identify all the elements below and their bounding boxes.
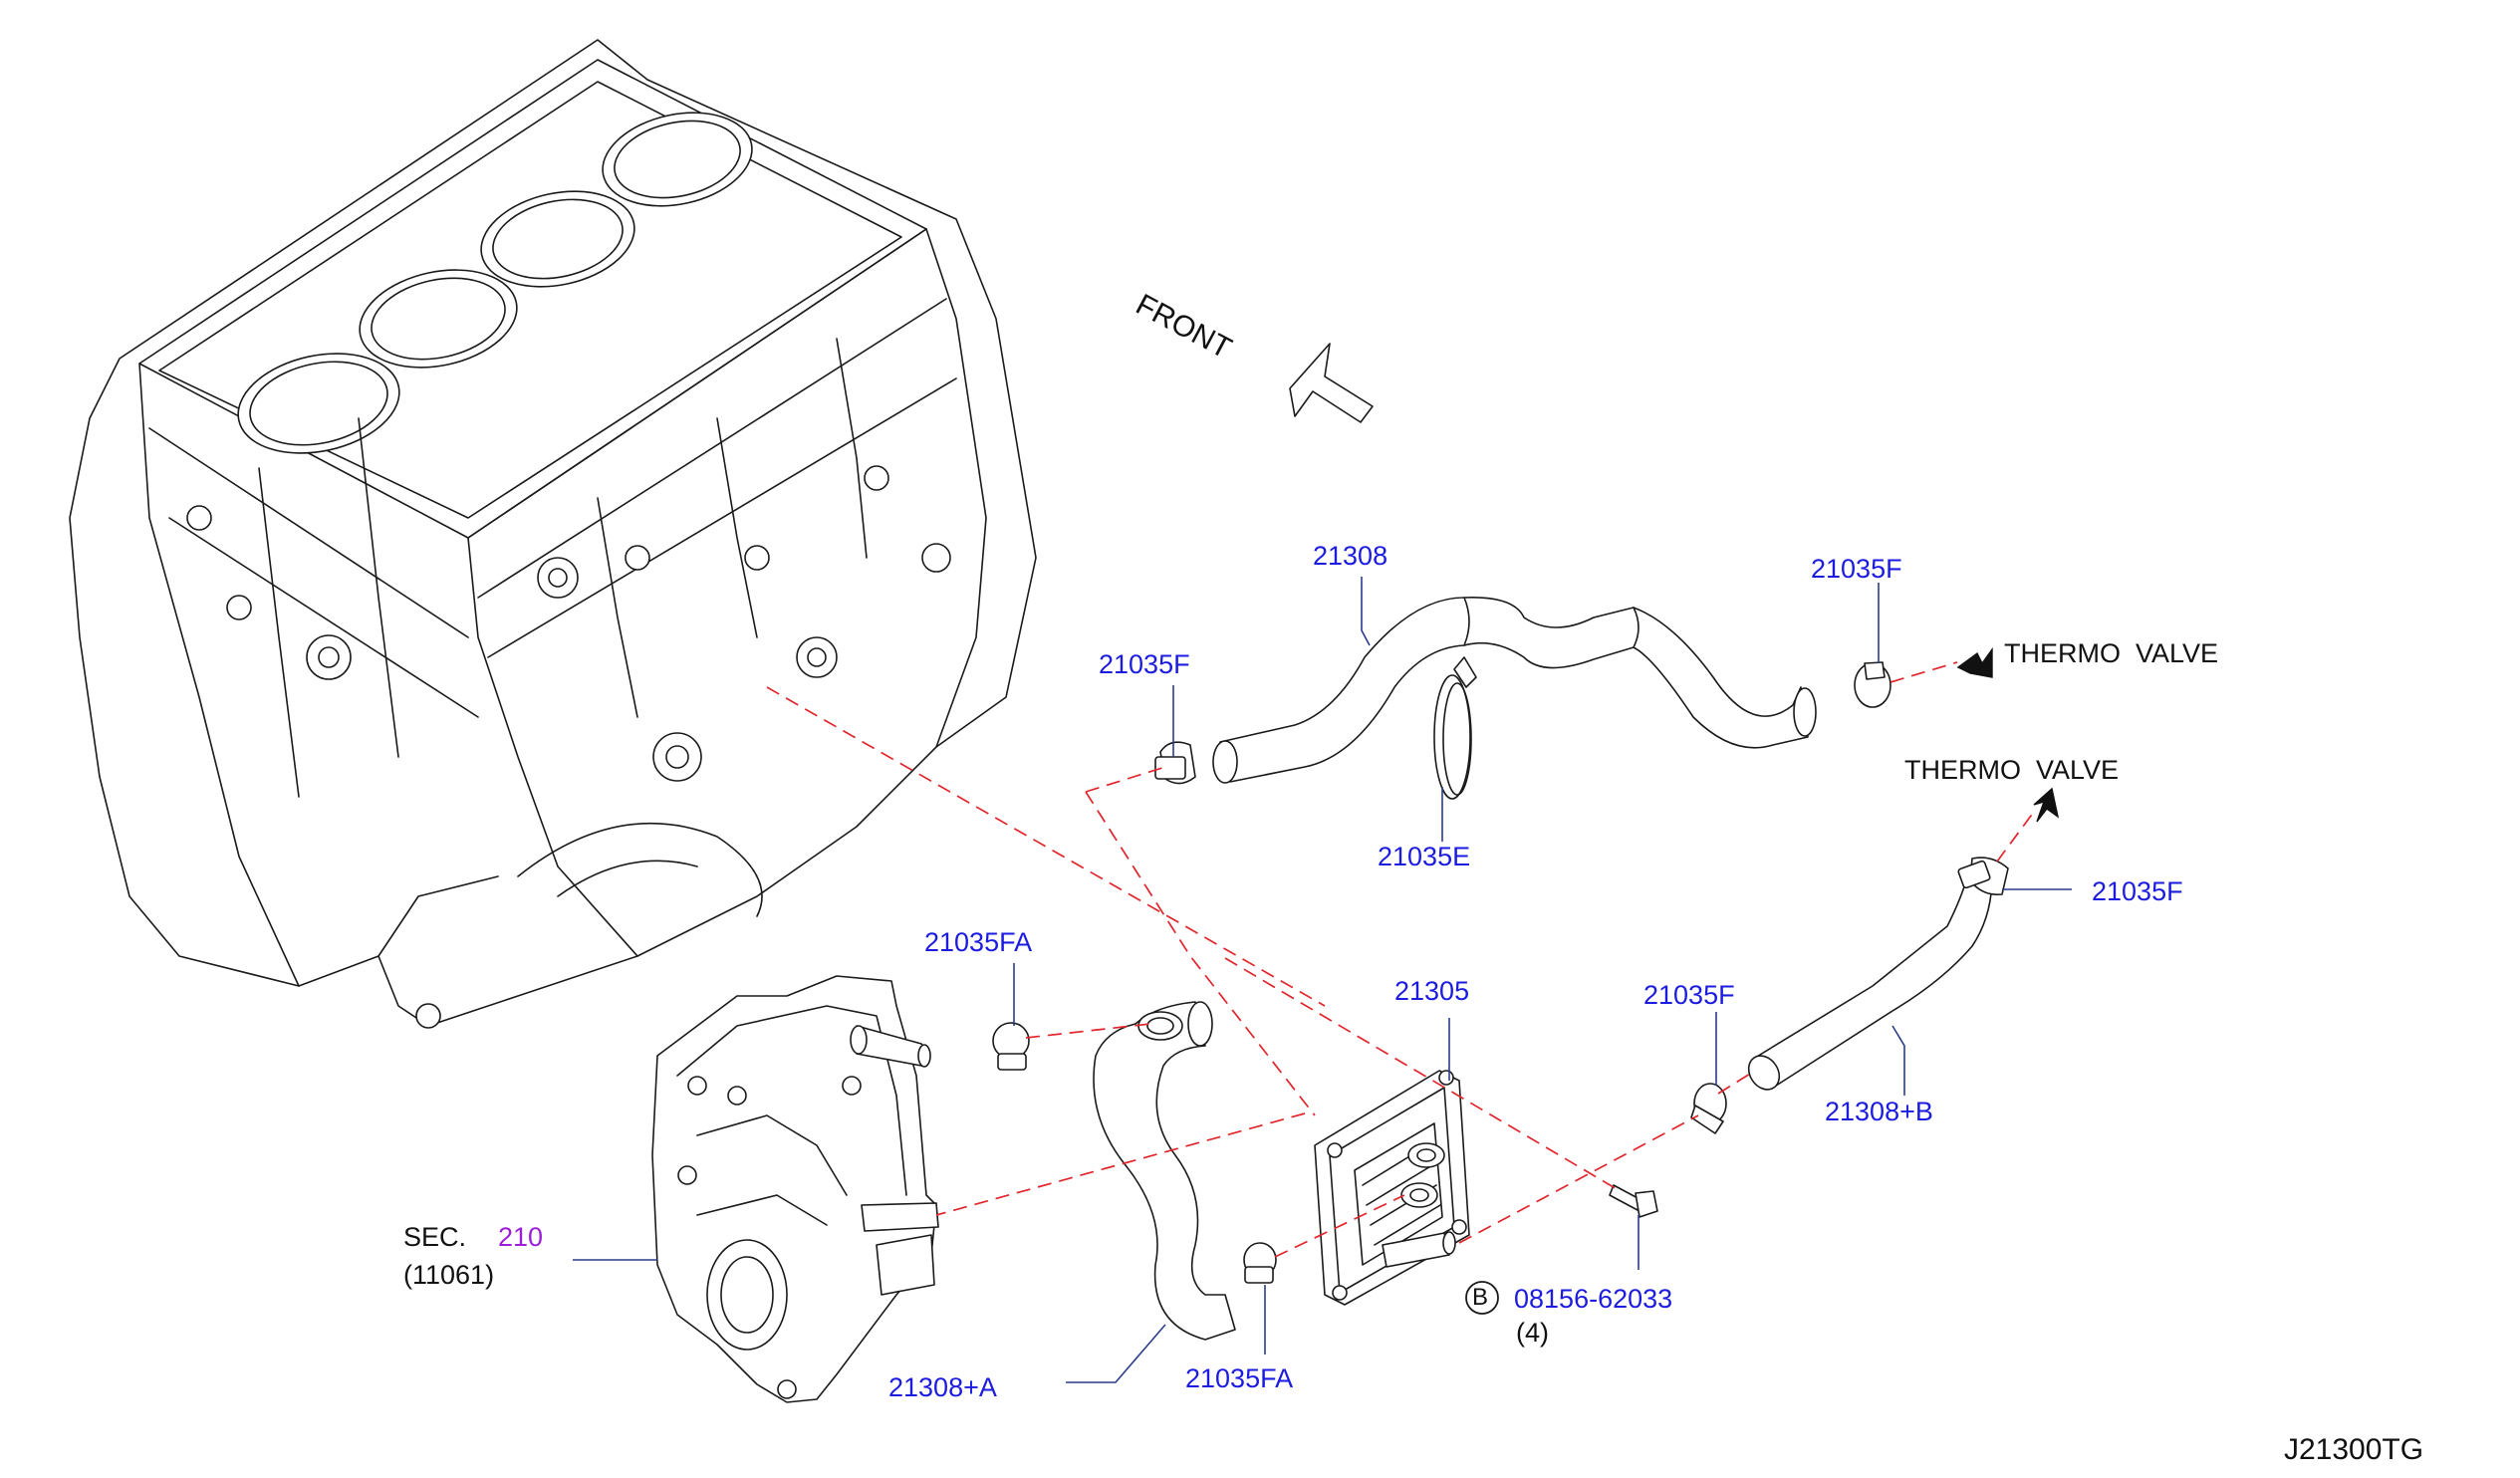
hose-21308-b bbox=[1747, 869, 1994, 1091]
thermo-valve-arrows bbox=[1956, 646, 2060, 823]
front-direction-arrow bbox=[1289, 343, 1374, 423]
bolt-08156-62033 bbox=[1609, 1184, 1658, 1218]
callout-21308-a: 21308+A bbox=[888, 1372, 997, 1402]
cylinder-bores bbox=[237, 112, 753, 454]
clamp-upper-right bbox=[1854, 661, 1891, 708]
clamp-21035e bbox=[1433, 656, 1477, 800]
callout-21035f-upper-left: 21035F bbox=[1099, 649, 1190, 679]
callout-21308: 21308 bbox=[1313, 541, 1388, 571]
callout-21035e: 21035E bbox=[1378, 842, 1471, 871]
clamp-upper-left bbox=[1154, 741, 1196, 785]
destination-lower: THERMO VALVE bbox=[1904, 755, 2120, 785]
destination-upper: THERMO VALVE bbox=[2004, 638, 2219, 668]
section-part-number: (11061) bbox=[403, 1260, 495, 1290]
bolt-reference-circle bbox=[1465, 1281, 1499, 1315]
block-bosses bbox=[186, 465, 951, 1029]
callout-08156-62033: 08156-62033 bbox=[1514, 1284, 1673, 1314]
callout-21308-b: 21308+B bbox=[1825, 1097, 1933, 1126]
callout-21305: 21305 bbox=[1394, 976, 1470, 1006]
hose-21308-a bbox=[1093, 1001, 1236, 1341]
clamp-water-outlet bbox=[992, 1022, 1030, 1071]
callout-21035f-cooler: 21035F bbox=[1643, 980, 1735, 1010]
clamp-hose-b-top bbox=[1957, 857, 2009, 896]
hose-21308 bbox=[1212, 597, 1817, 784]
callout-21035fa-top: 21035FA bbox=[924, 927, 1033, 957]
bolt-quantity: (4) bbox=[1516, 1318, 1549, 1348]
section-210-link[interactable]: 210 bbox=[498, 1222, 544, 1252]
connection-lines bbox=[766, 661, 2035, 1258]
engine-block bbox=[69, 39, 1037, 1029]
callout-21035f-upper-right: 21035F bbox=[1811, 554, 1902, 584]
leader-lines bbox=[573, 577, 2072, 1383]
callout-21035fa-bottom: 21035FA bbox=[1185, 1363, 1294, 1393]
drawing-code: J21300TG bbox=[2284, 1433, 2424, 1466]
oil-cooler-21305 bbox=[1314, 1070, 1470, 1306]
callout-21035f-right: 21035F bbox=[2092, 876, 2183, 906]
front-cover-sec-210 bbox=[651, 975, 939, 1403]
bolt-reference-letter: B bbox=[1472, 1284, 1489, 1311]
section-prefix: SEC. bbox=[403, 1222, 467, 1252]
clamp-cooler-left bbox=[1243, 1242, 1277, 1284]
